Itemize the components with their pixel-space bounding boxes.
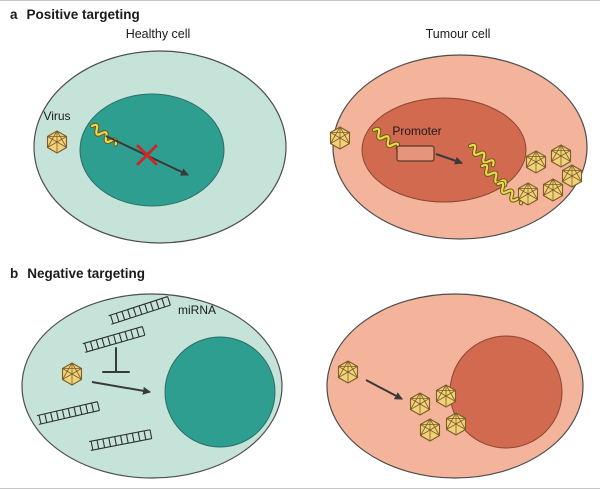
promoter-box (396, 145, 435, 162)
inhibition-t-bar-icon (102, 347, 130, 373)
virus-icon (409, 392, 431, 416)
infection-arrow (91, 381, 151, 395)
virus-label: Virus (43, 109, 70, 123)
virus-icon (445, 412, 467, 436)
virus-icon (525, 150, 547, 174)
transcription-arrow (435, 153, 463, 165)
tumour-cell-nucleus (449, 335, 563, 449)
virus-icon (542, 178, 564, 202)
promoter-label: Promoter (392, 124, 441, 138)
tumour-cell-nucleus (361, 97, 527, 203)
virus-icon (435, 384, 457, 408)
panel-b-healthy-cell: miRNA (21, 293, 283, 479)
panel-a-healthy-cell: Virus (33, 50, 287, 244)
red-cross-icon (136, 144, 158, 166)
virus-icon (61, 362, 83, 386)
healthy-cell-nucleus (164, 336, 276, 448)
virus-icon (329, 126, 351, 150)
mirna-label: miRNA (178, 303, 216, 317)
panel-b-tumour-cell (326, 293, 584, 479)
virus-icon (517, 182, 539, 206)
figure-top-border (0, 0, 600, 1)
virus-icon (550, 144, 572, 168)
healthy-cell-label: Healthy cell (126, 27, 191, 41)
virus-icon (419, 418, 441, 442)
replication-arrow (365, 379, 403, 400)
tumour-cell-label: Tumour cell (426, 27, 491, 41)
virus-icon (561, 164, 583, 188)
panel-a-tumour-cell: Promoter (329, 54, 588, 240)
virus-icon (337, 360, 359, 384)
virus-icon (46, 130, 68, 154)
